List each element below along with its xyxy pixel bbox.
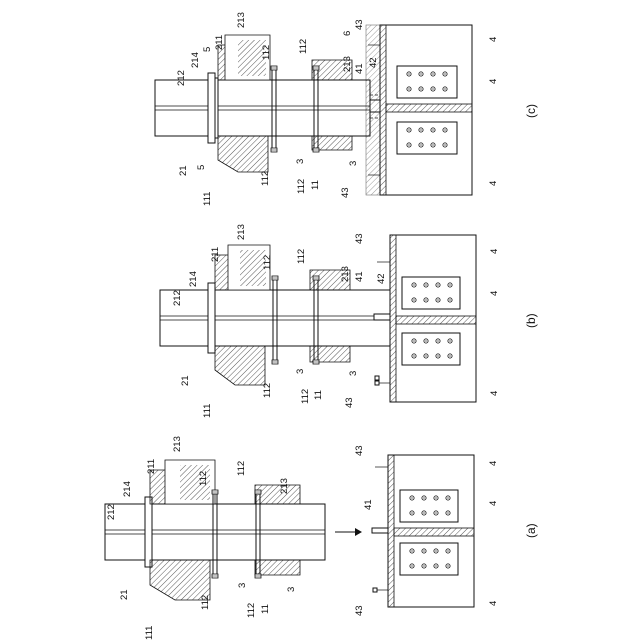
- plate-212: [145, 497, 152, 567]
- label-43: 43: [354, 233, 365, 244]
- label-4: 4: [488, 461, 499, 466]
- label-112: 112: [246, 603, 257, 618]
- panel-a: 212 214 211 213 112 112 213 21 111 112 3…: [105, 436, 538, 640]
- label-11: 11: [313, 390, 324, 400]
- label-112: 112: [198, 471, 209, 486]
- label-11: 11: [260, 604, 271, 614]
- label-112: 112: [262, 383, 273, 398]
- label-43: 43: [354, 605, 365, 616]
- label-5: 5: [202, 47, 213, 52]
- label-3: 3: [348, 371, 359, 376]
- label-112: 112: [296, 179, 307, 194]
- panel-caption-c: (c): [524, 104, 538, 118]
- label-112: 112: [200, 595, 211, 610]
- label-21: 21: [119, 589, 130, 600]
- label-4: 4: [489, 291, 500, 296]
- label-212: 212: [172, 290, 183, 306]
- panel-caption-a: (a): [524, 523, 538, 538]
- label-21: 21: [180, 375, 191, 386]
- label-212: 212: [176, 70, 187, 86]
- base-column-4: [366, 25, 472, 195]
- label-43: 43: [354, 19, 365, 30]
- plate-212: [208, 73, 215, 143]
- label-11: 11: [310, 180, 321, 190]
- label-41: 41: [354, 271, 365, 282]
- label-4: 4: [489, 249, 500, 254]
- plate-5: [215, 78, 218, 138]
- label-6: 6: [342, 31, 353, 36]
- column-21: [155, 80, 370, 136]
- label-4: 4: [489, 391, 500, 396]
- label-4: 4: [488, 501, 499, 506]
- label-112: 112: [261, 45, 272, 60]
- base-column-4: [372, 455, 474, 607]
- label-112: 112: [298, 39, 309, 54]
- plate-41: [374, 314, 390, 320]
- label-112: 112: [300, 389, 311, 404]
- label-42: 42: [376, 273, 387, 284]
- panel-b: 212 214 211 213 112 112 213 41 42 43 21 …: [160, 224, 538, 418]
- label-4: 4: [488, 37, 499, 42]
- grout-6: [366, 25, 380, 195]
- label-213: 213: [340, 266, 351, 282]
- panel-c: 212 214 5 211 213 112 112 6 43 213 41 42…: [155, 12, 538, 206]
- label-213: 213: [172, 436, 183, 452]
- label-41: 41: [363, 499, 374, 510]
- plate-212: [208, 283, 215, 353]
- label-41: 41: [354, 63, 365, 74]
- label-112: 112: [296, 249, 307, 264]
- label-213: 213: [236, 12, 247, 28]
- label-213: 213: [342, 56, 353, 72]
- label-112: 112: [262, 255, 273, 270]
- label-4: 4: [488, 79, 499, 84]
- label-3: 3: [237, 583, 248, 588]
- label-111: 111: [202, 404, 213, 418]
- label-4: 4: [488, 181, 499, 186]
- insert-arrow: [335, 528, 362, 536]
- label-211: 211: [146, 459, 157, 474]
- label-111: 111: [202, 192, 213, 206]
- label-3: 3: [348, 161, 359, 166]
- base-column-4: [374, 235, 476, 402]
- label-43: 43: [354, 445, 365, 456]
- label-3: 3: [286, 587, 297, 592]
- label-213: 213: [236, 224, 247, 240]
- label-214: 214: [190, 52, 201, 68]
- label-212: 212: [106, 504, 117, 520]
- label-42: 42: [368, 57, 379, 68]
- label-43: 43: [344, 397, 355, 408]
- label-112: 112: [236, 461, 247, 476]
- label-211: 211: [214, 35, 225, 50]
- label-43: 43: [340, 187, 351, 198]
- label-5: 5: [196, 165, 207, 170]
- plate-41: [372, 528, 388, 533]
- label-3: 3: [295, 159, 306, 164]
- label-21: 21: [178, 165, 189, 176]
- label-214: 214: [188, 271, 199, 287]
- label-4: 4: [488, 601, 499, 606]
- column-21: [105, 504, 325, 560]
- label-213: 213: [279, 478, 290, 494]
- label-112: 112: [260, 171, 271, 186]
- column-21: [160, 290, 390, 346]
- panel-caption-b: (b): [524, 313, 538, 328]
- label-111: 111: [144, 626, 155, 640]
- label-3: 3: [295, 369, 306, 374]
- label-211: 211: [210, 247, 221, 262]
- label-214: 214: [122, 481, 133, 497]
